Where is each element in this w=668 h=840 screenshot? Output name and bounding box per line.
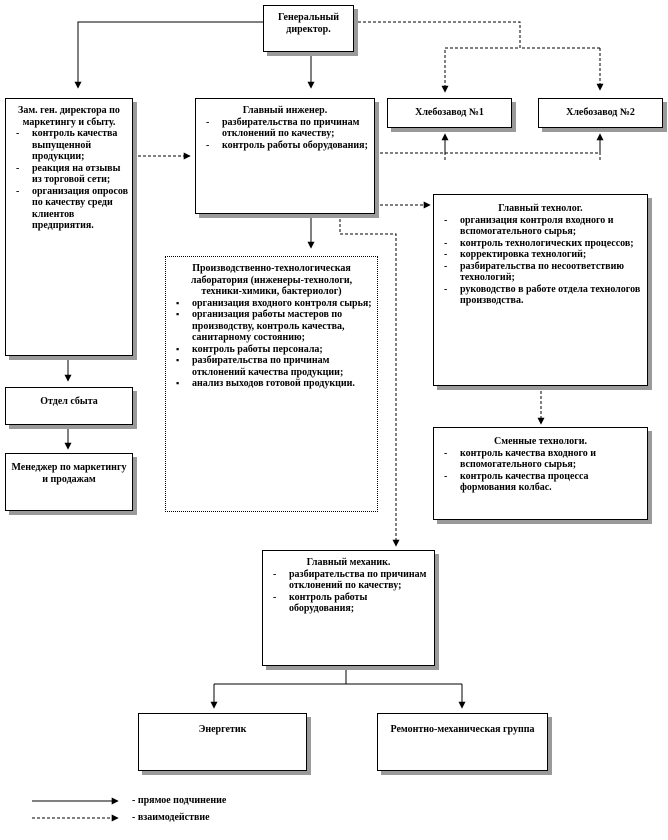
node-chief-technologist-item: контроль технологических процессов; — [438, 238, 643, 250]
node-ceo-title: Генеральный директор. — [277, 12, 340, 35]
node-deputy-list: контроль качества выпущенной продукции; … — [10, 128, 128, 232]
node-lab-item: разбирательства по причинам отклонений к… — [170, 355, 373, 378]
node-chief-mechanic: Главный механик. разбирательства по прич… — [262, 550, 435, 666]
node-chief-engineer: Главный инженер. разбирательства по прич… — [195, 98, 375, 214]
node-repair-title: Ремонтно-механическая группа — [390, 724, 535, 735]
node-bakery2: Хлебозавод №2 — [538, 98, 663, 128]
node-shift-technologists: Сменные технологи. контроль качества вхо… — [433, 427, 648, 520]
node-chief-mechanic-item: разбирательства по причинам отклонений п… — [267, 569, 430, 592]
node-chief-engineer-title: Главный инженер. — [242, 105, 328, 116]
edge-ceo-deputy — [74, 21, 263, 89]
node-lab: Производственно-технологическая лаборато… — [165, 256, 378, 512]
node-deputy-item: организация опросов по качеству среди кл… — [10, 186, 128, 232]
node-lab-list: организация входного контроля сырья; орг… — [170, 298, 373, 390]
node-chief-technologist-item: разбирательства по несоответствию технол… — [438, 261, 643, 284]
node-sales-title: Отдел сбыта — [40, 396, 98, 407]
edge-ceo-bakery2 — [520, 47, 600, 90]
node-bakery1: Хлебозавод №1 — [387, 98, 512, 128]
node-chief-engineer-item: разбирательства по причинам отклонений п… — [200, 117, 370, 140]
node-chief-technologist-item: корректировка технологий; — [438, 249, 643, 261]
legend-interaction-label: - взаимодействие — [132, 812, 210, 823]
node-chief-mechanic-title: Главный механик. — [306, 557, 391, 568]
node-chief-engineer-list: разбирательства по причинам отклонений п… — [200, 117, 370, 152]
node-bakery2-title: Хлебозавод №2 — [566, 107, 635, 118]
node-chief-engineer-item: контроль работы оборудования; — [200, 140, 370, 152]
node-shift-technologists-list: контроль качества входного и вспомогател… — [438, 448, 643, 494]
node-chief-technologist-item: руководство в работе отдела технологов п… — [438, 284, 643, 307]
node-deputy-item: контроль качества выпущенной продукции; — [10, 128, 128, 163]
node-manager: Менеджер по маркетингу и продажам — [5, 453, 133, 511]
node-lab-item: организация работы мастеров по производс… — [170, 309, 373, 344]
node-chief-technologist-list: организация контроля входного и вспомога… — [438, 215, 643, 307]
node-shift-technologists-item: контроль качества процесса формования ко… — [438, 471, 643, 494]
node-chief-technologist-item: организация контроля входного и вспомога… — [438, 215, 643, 238]
edge-engineer-mechanic — [339, 214, 400, 547]
legend-direct-label: - прямое подчинение — [132, 795, 227, 806]
node-chief-technologist: Главный технолог. организация контроля в… — [433, 194, 648, 386]
node-deputy-item: реакция на отзывы из торговой сети; — [10, 163, 128, 186]
edge-bakeries-engineer — [375, 136, 601, 154]
node-shift-technologists-title: Сменные технологи. — [494, 436, 587, 447]
node-ceo: Генеральный директор. — [263, 5, 354, 52]
node-chief-technologist-title: Главный технолог. — [498, 203, 583, 214]
edge-ceo-bakeries — [353, 21, 521, 90]
node-shift-technologists-item: контроль качества входного и вспомогател… — [438, 448, 643, 471]
node-deputy-title: Зам. ген. директора по маркетингу и сбыт… — [18, 105, 120, 128]
node-lab-item: анализ выходов готовой продукции. — [170, 378, 373, 390]
node-energy: Энергетик — [138, 713, 307, 771]
node-energy-title: Энергетик — [198, 724, 247, 735]
node-manager-title: Менеджер по маркетингу и продажам — [11, 462, 127, 485]
node-sales: Отдел сбыта — [5, 387, 133, 425]
node-chief-mechanic-list: разбирательства по причинам отклонений п… — [267, 569, 430, 615]
node-lab-item: контроль работы персонала; — [170, 344, 373, 356]
node-deputy: Зам. ген. директора по маркетингу и сбыт… — [5, 98, 133, 356]
node-bakery1-title: Хлебозавод №1 — [415, 107, 484, 118]
node-lab-title: Производственно-технологическая лаборато… — [190, 263, 353, 297]
node-lab-item: организация входного контроля сырья; — [170, 298, 373, 310]
node-chief-mechanic-item: контроль работы оборудования; — [267, 592, 430, 615]
edge-mechanic-split — [214, 666, 462, 685]
node-repair: Ремонтно-механическая группа — [377, 713, 548, 771]
